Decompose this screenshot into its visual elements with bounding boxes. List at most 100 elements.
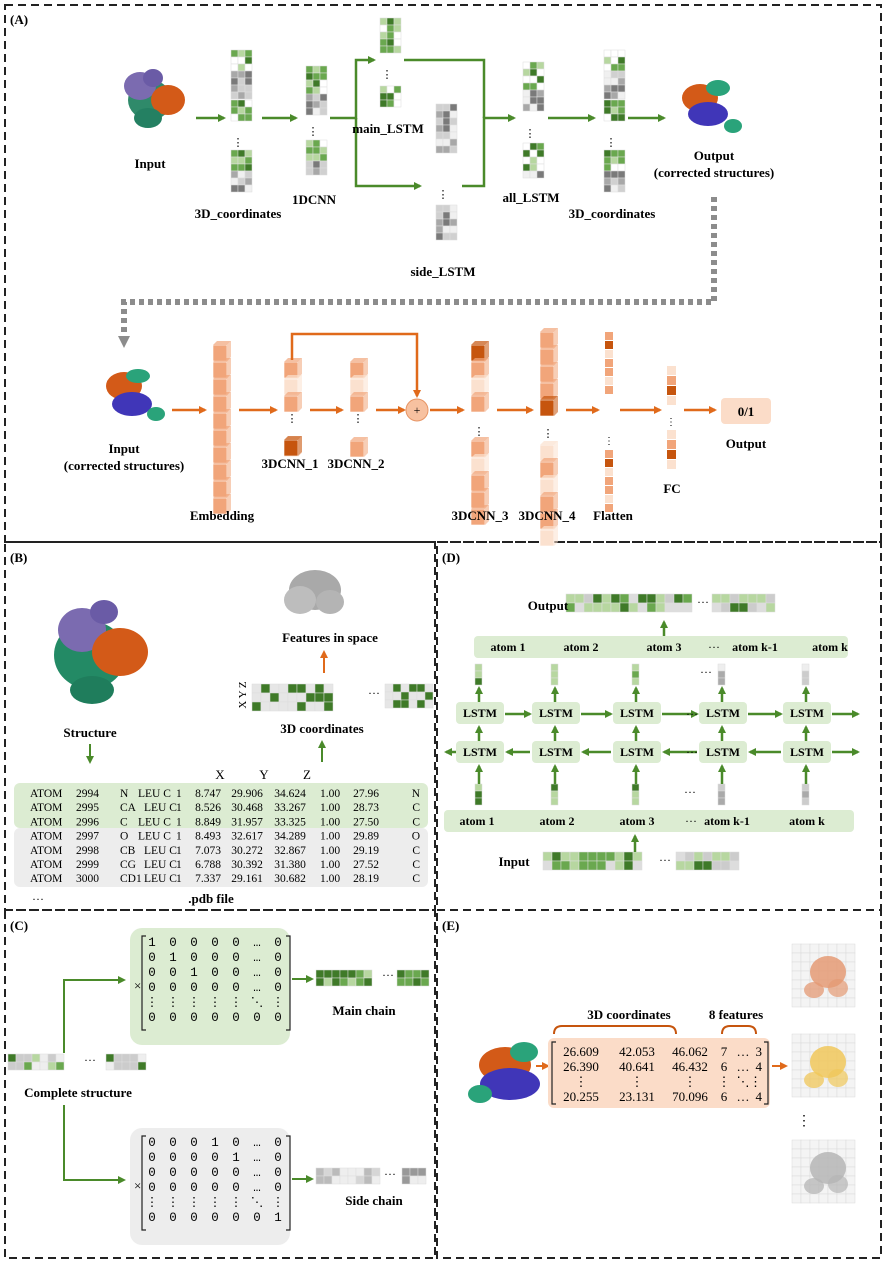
matrix-cell: 0	[274, 1136, 282, 1150]
dots: ···	[686, 707, 698, 721]
voxel-cell	[845, 1139, 856, 1150]
grid-cell	[315, 969, 325, 979]
block-segment	[305, 65, 328, 95]
pdb-cell: 30.468	[231, 802, 263, 814]
pdb-cell: ATOM	[30, 859, 62, 871]
grid-cell	[47, 1053, 57, 1063]
cube-face	[283, 439, 299, 457]
matrix-cell: ⋮	[167, 1196, 180, 1210]
grid-cell	[717, 663, 726, 672]
voxel-blob	[828, 979, 848, 997]
grid-cell	[617, 84, 626, 93]
grid-cell	[319, 86, 328, 95]
flatten-cell	[605, 368, 613, 376]
output-label-2: (corrected structures)	[654, 165, 774, 180]
dots: ⋮	[606, 137, 617, 149]
voxel-cell	[791, 1060, 802, 1071]
grid-cell	[614, 860, 625, 871]
matrix-cell: 0	[169, 1181, 177, 1195]
grid-cell	[237, 56, 246, 65]
feature-cell: 7	[721, 1044, 728, 1059]
grid-cell	[522, 103, 531, 112]
feature-cell: 4	[756, 1089, 763, 1104]
grid-cell	[312, 65, 321, 74]
grid-cell	[314, 692, 325, 703]
grid-cell	[603, 77, 612, 86]
flatten-cell	[605, 377, 613, 385]
matrix-cell: 1	[169, 951, 177, 965]
atom-row-top	[474, 636, 848, 658]
grid-cell	[596, 860, 607, 871]
voxel-cell	[818, 943, 829, 954]
grid-cell	[23, 1053, 33, 1063]
dots: ⋮	[543, 428, 554, 440]
grid-cell	[603, 106, 612, 115]
cube-top	[213, 375, 231, 379]
lstm-cell-upper	[783, 702, 831, 724]
grid-cell	[230, 177, 239, 186]
dots: ⋮	[438, 189, 449, 201]
flatten-cell	[605, 468, 613, 476]
coords-in-label: 3D_coordinates	[195, 206, 282, 221]
block-segment	[603, 170, 626, 193]
grid-cell	[522, 149, 531, 158]
grid-cell	[729, 851, 740, 862]
grid-cell	[720, 851, 731, 862]
output-label-1: Output	[694, 148, 735, 163]
flatten-cell	[605, 486, 613, 494]
pdb-cell: 1.00	[320, 873, 340, 885]
voxel-cell	[845, 943, 856, 954]
grid-cell	[7, 1053, 17, 1063]
lstm-cell-upper	[456, 702, 504, 724]
matrix-cell: 0	[190, 1011, 198, 1025]
lstm-label: LSTM	[706, 706, 740, 720]
grid-cell	[230, 49, 239, 58]
matrix-cell: 0	[148, 981, 156, 995]
cube-top	[540, 509, 558, 513]
atom-row-bottom	[444, 810, 854, 832]
grid-cell	[632, 851, 643, 862]
pdb-cell: C	[412, 802, 420, 814]
voxel-cell	[827, 1033, 838, 1044]
grid-cell	[401, 1175, 411, 1185]
grid-cell	[522, 156, 531, 165]
grid-cell	[424, 699, 434, 709]
grid-cell	[55, 1053, 65, 1063]
voxel-cell	[800, 1157, 811, 1168]
grid-cell	[655, 602, 666, 613]
cube	[349, 437, 368, 458]
matrix-cell: 0	[169, 981, 177, 995]
grid-cell	[610, 149, 619, 158]
grid-cell	[442, 138, 451, 147]
grid-cell	[801, 677, 810, 686]
main-matrix-bg	[130, 928, 290, 1045]
cube-side	[554, 379, 558, 399]
cube-top	[540, 441, 558, 445]
voxel-cell	[791, 1069, 802, 1080]
features-brace	[721, 1025, 757, 1035]
grid-cell	[449, 211, 458, 220]
grid-cell	[729, 860, 740, 871]
matrix-cell: 0	[190, 1181, 198, 1195]
grid-cell	[435, 124, 444, 133]
col-y-label: Y	[259, 767, 269, 782]
matrix-cell: 0	[274, 1181, 282, 1195]
matrix-cell: ⋮	[209, 996, 222, 1010]
grid-cell	[617, 63, 626, 72]
pdb-cell: 1	[176, 788, 182, 800]
voxel-cell	[800, 952, 811, 963]
dots: ···	[659, 853, 671, 867]
voxel-cell	[827, 1139, 838, 1150]
pdb-cell: 8.849	[195, 816, 221, 828]
grid-cell	[619, 602, 630, 613]
voxel-cell	[845, 997, 856, 1008]
cube	[212, 409, 231, 430]
input2-protein-icon	[106, 369, 165, 421]
grid-cell	[269, 701, 280, 712]
grid-cell	[296, 701, 307, 712]
grid-cell	[15, 1053, 25, 1063]
add-node	[405, 398, 429, 422]
grid-cell	[693, 860, 704, 871]
main-lstm-label: main_LSTM	[352, 121, 424, 136]
